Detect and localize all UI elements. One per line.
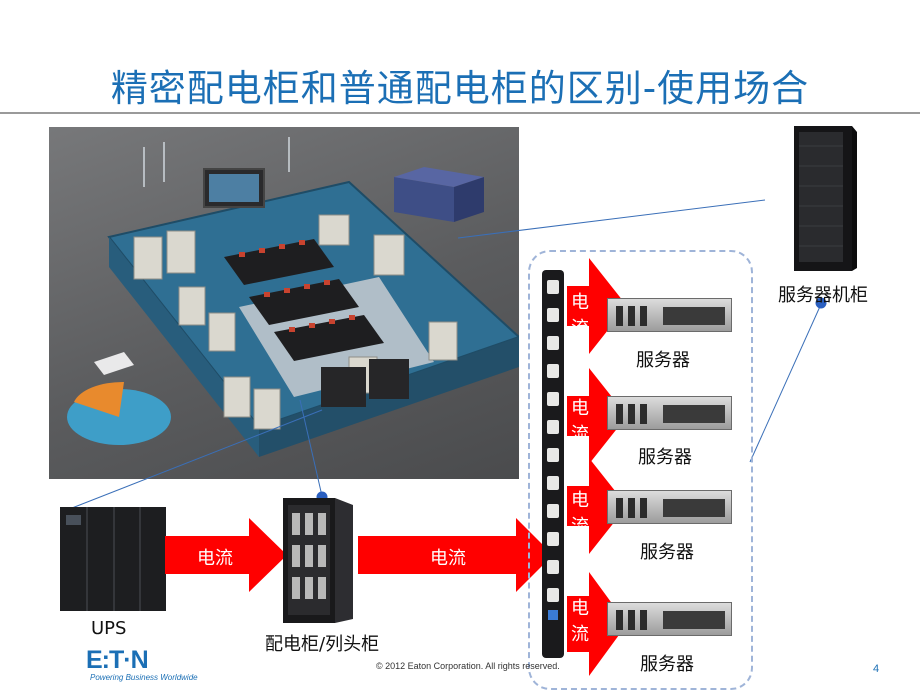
server-label-4: 服务器 [640, 654, 694, 675]
current-label-v4-a: 电 [571, 598, 589, 619]
server-label-1: 服务器 [636, 350, 690, 371]
brand-tagline: Powering Business Worldwide [90, 673, 198, 682]
server-unit-1 [607, 298, 732, 332]
current-label-v2-b: 流 [571, 424, 589, 445]
server-rack-image [791, 126, 858, 273]
eaton-logo: E:T·N [86, 646, 149, 674]
copyright-text: © 2012 Eaton Corporation. All rights res… [376, 661, 560, 671]
current-arrow-v2: 电 流 [567, 368, 627, 464]
current-label-v3-b: 流 [571, 516, 589, 537]
server-label-3: 服务器 [640, 542, 694, 563]
pdu-strip [542, 270, 564, 658]
data-center-illustration [49, 127, 519, 479]
title-divider [0, 112, 920, 114]
connector-dot-rack [815, 297, 827, 309]
pdu-cabinet-image [283, 495, 355, 625]
current-label-v4-b: 流 [571, 624, 589, 645]
current-label-1: 电流 [197, 548, 233, 569]
server-label-2: 服务器 [638, 447, 692, 468]
server-unit-2 [607, 396, 732, 430]
ups-image [60, 505, 168, 613]
current-arrow-1: 电流 [165, 518, 287, 592]
slide-title: 精密配电柜和普通配电柜的区别-使用场合 [110, 67, 810, 110]
current-arrow-v3: 电 流 [567, 458, 627, 554]
current-label-v3-a: 电 [571, 490, 589, 511]
ups-label: UPS [91, 618, 127, 639]
rack-outline [528, 250, 753, 690]
pdu-cabinet-label: 配电柜/列头柜 [265, 634, 380, 655]
current-arrow-2: 电流 [358, 518, 553, 592]
current-label-v1-b: 流 [571, 318, 589, 339]
server-unit-3 [607, 490, 732, 524]
page-number: 4 [873, 663, 880, 675]
current-arrow-v1: 电 流 [567, 258, 627, 354]
server-rack-label: 服务器机柜 [778, 285, 868, 306]
server-unit-4 [607, 602, 732, 636]
current-arrow-v4: 电 流 [567, 572, 627, 676]
current-label-v1-a: 电 [571, 292, 589, 313]
current-label-v2-a: 电 [571, 398, 589, 419]
current-label-2: 电流 [430, 548, 466, 569]
